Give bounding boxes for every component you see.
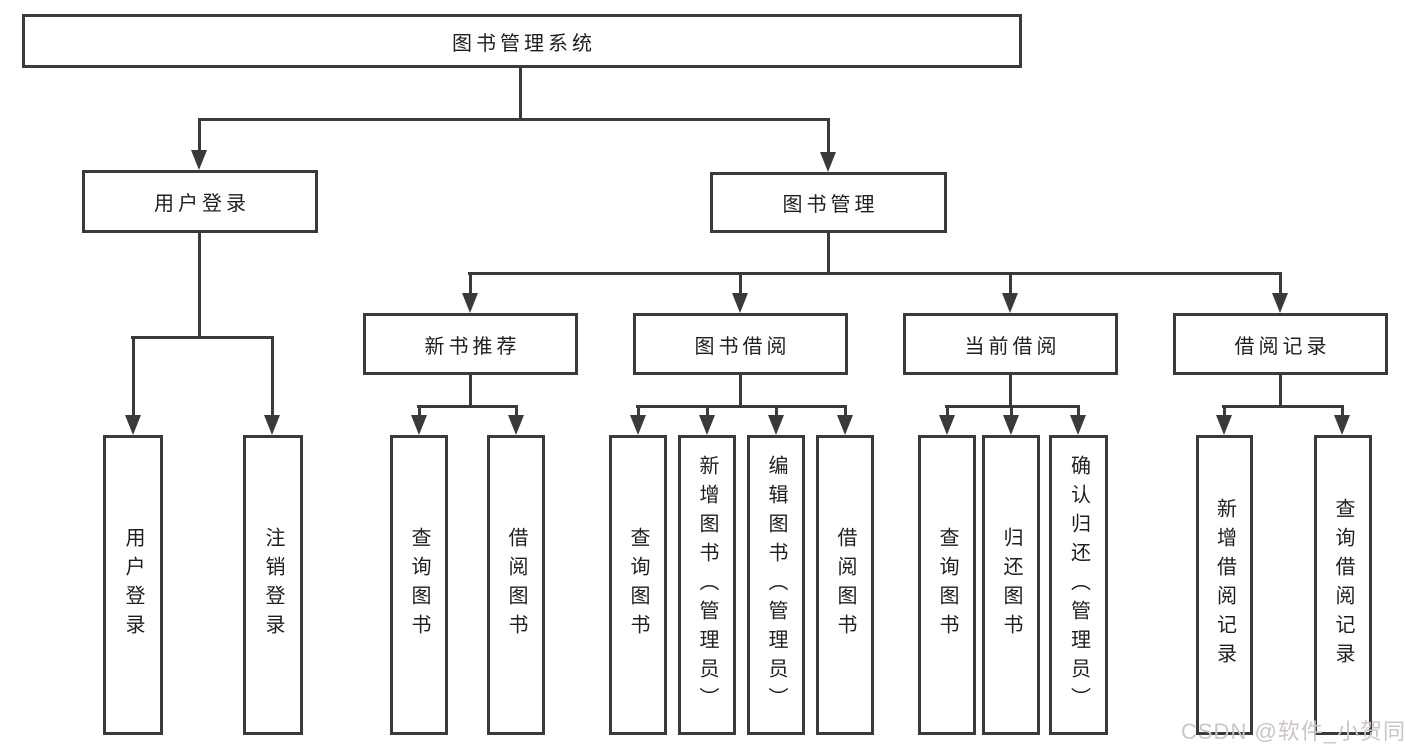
node-book-management: 图书管理: [710, 172, 947, 233]
connector-arrow-shaft: [515, 405, 518, 418]
connector-level1-hline: [198, 118, 830, 121]
leaf-return-books: 归还图书: [982, 435, 1040, 735]
connector-arrow-shaft: [418, 405, 421, 418]
leaf-add-books-admin: 新增图书（管理员）: [678, 435, 736, 735]
arrow-down-icon: [630, 415, 646, 435]
connector-book-mgmt-stem: [827, 232, 830, 275]
arrow-down-icon: [699, 415, 715, 435]
connector-records-stem: [1279, 374, 1282, 408]
connector-arrow-shaft: [827, 118, 830, 154]
leaf-logout: 注销登录: [243, 435, 303, 735]
connector-level3-hline: [468, 272, 1281, 275]
arrow-down-icon: [191, 150, 207, 170]
connector-recommend-stem: [469, 374, 472, 408]
connector-arrow-shaft: [132, 336, 135, 417]
connector-root-stem: [519, 66, 522, 121]
arrow-down-icon: [820, 152, 836, 172]
node-root: 图书管理系统: [22, 14, 1022, 68]
connector-arrow-shaft: [271, 336, 274, 417]
leaf-edit-books-admin: 编辑图书（管理员）: [747, 435, 805, 735]
connector-arrow-shaft: [1223, 405, 1226, 418]
arrow-down-icon: [1003, 415, 1019, 435]
node-new-book-recommend: 新书推荐: [363, 313, 578, 375]
node-borrow-records: 借阅记录: [1173, 313, 1388, 375]
arrow-down-icon: [768, 415, 784, 435]
arrow-down-icon: [837, 415, 853, 435]
arrow-down-icon: [732, 293, 748, 313]
connector-arrow-shaft: [1341, 405, 1344, 418]
connector-arrow-shaft: [1010, 405, 1013, 418]
connector-arrow-shaft: [637, 405, 640, 418]
arrow-down-icon: [508, 415, 524, 435]
node-current-borrow: 当前借阅: [903, 313, 1118, 375]
connector-arrow-shaft: [469, 272, 472, 296]
connector-arrow-shaft: [739, 272, 742, 296]
connector-arrow-shaft: [844, 405, 847, 418]
arrow-down-icon: [462, 293, 478, 313]
connector-records-hline: [1222, 405, 1344, 408]
connector-borrow-stem: [739, 374, 742, 408]
connector-arrow-shaft: [775, 405, 778, 418]
connector-recommend-hline: [417, 405, 518, 408]
connector-arrow-shaft: [1279, 272, 1282, 296]
leaf-query-borrow-record: 查询借阅记录: [1314, 435, 1372, 735]
leaf-query-books-current: 查询图书: [918, 435, 976, 735]
csdn-watermark: CSDN @软件_小贺同学: [1181, 719, 1405, 744]
connector-arrow-shaft: [1009, 272, 1012, 296]
arrow-down-icon: [1002, 293, 1018, 313]
leaf-borrow-books: 借阅图书: [816, 435, 874, 735]
arrow-down-icon: [125, 415, 141, 435]
arrow-down-icon: [264, 415, 280, 435]
connector-current-stem: [1009, 374, 1012, 408]
connector-arrow-shaft: [706, 405, 709, 418]
connector-user-login-hline: [131, 336, 274, 339]
connector-arrow-shaft: [1077, 405, 1080, 418]
arrow-down-icon: [1070, 415, 1086, 435]
arrow-down-icon: [1334, 415, 1350, 435]
leaf-borrow-books-recommend: 借阅图书: [487, 435, 545, 735]
leaf-query-books-borrow: 查询图书: [609, 435, 667, 735]
connector-arrow-shaft: [946, 405, 949, 418]
arrow-down-icon: [939, 415, 955, 435]
leaf-query-books-recommend: 查询图书: [390, 435, 448, 735]
connector-user-login-stem: [198, 232, 201, 339]
arrow-down-icon: [411, 415, 427, 435]
connector-borrow-hline: [636, 405, 846, 408]
leaf-add-borrow-record: 新增借阅记录: [1196, 435, 1253, 735]
leaf-confirm-return-admin: 确认归还（管理员）: [1049, 435, 1108, 735]
arrow-down-icon: [1272, 293, 1288, 313]
connector-arrow-shaft: [198, 118, 201, 154]
node-book-borrow: 图书借阅: [633, 313, 848, 375]
node-user-login: 用户登录: [82, 170, 318, 233]
leaf-user-login: 用户登录: [103, 435, 163, 735]
arrow-down-icon: [1216, 415, 1232, 435]
